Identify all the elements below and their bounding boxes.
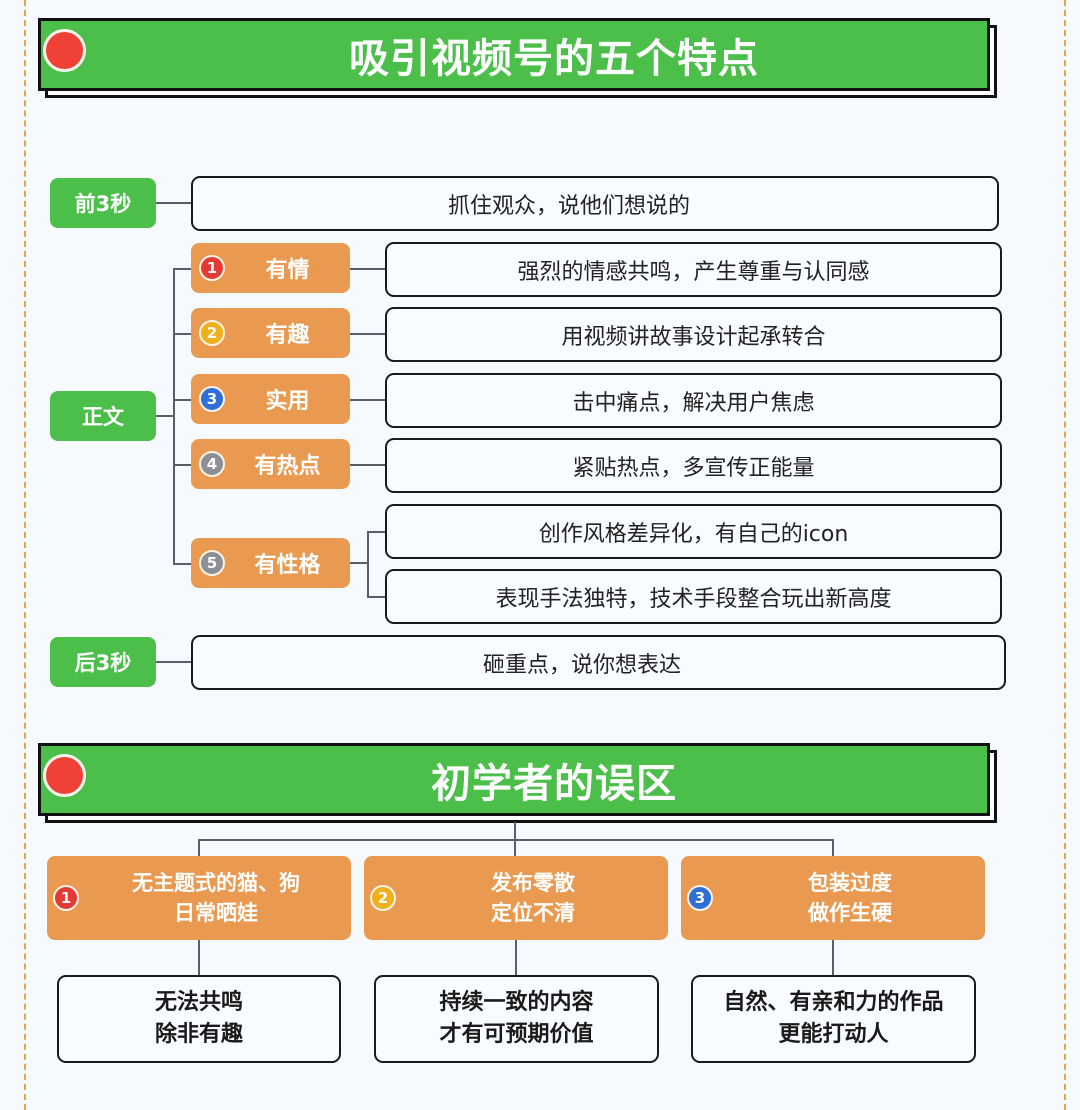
connector: [350, 333, 386, 335]
section2-title: 初学者的误区: [431, 760, 677, 807]
connector: [832, 940, 834, 975]
mistake-label: 发布零散 定位不清: [398, 856, 668, 940]
feature-label: 实用: [265, 389, 310, 414]
dashed-border-left: [24, 0, 26, 1110]
connector: [198, 839, 834, 841]
connector: [367, 596, 386, 598]
outro-box: 砸重点，说你想表达: [191, 635, 1006, 690]
red-dot-icon: [43, 754, 86, 797]
result-box-1: 无法共鸣 除非有趣: [57, 975, 341, 1063]
feature-detail-5b: 表现手法独特，技术手段整合玩出新高度: [385, 569, 1002, 624]
trunk-line: [173, 268, 175, 565]
connector: [350, 399, 386, 401]
feature-label: 有热点: [254, 454, 321, 479]
result-line: 更能打动人: [778, 1022, 889, 1047]
result-box-2: 持续一致的内容 才有可预期价值: [374, 975, 659, 1063]
connector: [350, 562, 368, 564]
number-5-icon: 5: [199, 550, 225, 576]
connector: [173, 464, 191, 466]
mistake-label: 无主题式的猫、狗 日常晒娃: [81, 856, 351, 940]
intro-box: 抓住观众，说他们想说的: [191, 176, 999, 231]
section2-header: 初学者的误区: [38, 743, 997, 823]
outro-tag: 后3秒: [50, 637, 156, 687]
connector: [198, 940, 200, 975]
feature-tag-4: 4 有热点: [191, 439, 350, 489]
mistake-label: 包装过度 做作生硬: [715, 856, 985, 940]
mistake-tag-2: 2 发布零散 定位不清: [364, 856, 668, 940]
connector: [156, 661, 191, 663]
result-line: 才有可预期价值: [439, 1022, 594, 1047]
number-1-icon: 1: [199, 255, 225, 281]
connector: [173, 563, 191, 565]
feature-detail-1: 强烈的情感共鸣，产生尊重与认同感: [385, 242, 1002, 297]
number-1-icon: 1: [53, 885, 79, 911]
number-3-icon: 3: [687, 885, 713, 911]
mistake-tag-1: 1 无主题式的猫、狗 日常晒娃: [47, 856, 351, 940]
dashed-border-right: [1064, 0, 1066, 1110]
mistake-line: 发布零散: [491, 871, 575, 895]
header-bar: [38, 743, 990, 816]
feature-tag-5: 5 有性格: [191, 538, 350, 588]
number-4-icon: 4: [199, 451, 225, 477]
red-dot-icon: [43, 29, 86, 72]
result-box-3: 自然、有亲和力的作品 更能打动人: [691, 975, 976, 1063]
mistake-tag-3: 3 包装过度 做作生硬: [681, 856, 985, 940]
connector: [367, 531, 386, 533]
connector: [173, 333, 191, 335]
result-line: 无法共鸣: [154, 990, 243, 1015]
connector: [350, 464, 386, 466]
mistake-line: 无主题式的猫、狗: [132, 871, 300, 895]
body-tag: 正文: [50, 391, 156, 441]
result-line: 持续一致的内容: [439, 990, 594, 1015]
feature-detail-2: 用视频讲故事设计起承转合: [385, 307, 1002, 362]
section1-title: 吸引视频号的五个特点: [349, 35, 759, 82]
mistake-line: 做作生硬: [808, 901, 892, 925]
feature-label: 有趣: [265, 323, 310, 348]
connector: [156, 202, 191, 204]
number-3-icon: 3: [199, 386, 225, 412]
connector: [173, 399, 191, 401]
feature-detail-5a: 创作风格差异化，有自己的icon: [385, 504, 1002, 559]
section1-header: 吸引视频号的五个特点: [38, 18, 997, 98]
result-line: 自然、有亲和力的作品: [723, 990, 944, 1015]
feature-detail-4: 紧贴热点，多宣传正能量: [385, 438, 1002, 493]
feature-tag-3: 3 实用: [191, 374, 350, 424]
connector: [832, 839, 834, 856]
intro-tag: 前3秒: [50, 178, 156, 228]
connector: [198, 839, 200, 856]
connector: [173, 268, 191, 270]
mistake-line: 定位不清: [491, 901, 575, 925]
mistake-line: 包装过度: [808, 871, 892, 895]
feature-tag-2: 2 有趣: [191, 308, 350, 358]
connector: [350, 268, 386, 270]
header-bar: [38, 18, 990, 91]
number-2-icon: 2: [199, 320, 225, 346]
connector: [156, 415, 174, 417]
mistake-line: 日常晒娃: [174, 901, 258, 925]
feature-label: 有情: [265, 258, 310, 283]
feature-label: 有性格: [254, 553, 321, 578]
feature-tag-1: 1 有情: [191, 243, 350, 293]
branch-line: [367, 531, 369, 597]
result-line: 除非有趣: [154, 1022, 243, 1047]
connector: [515, 940, 517, 975]
number-2-icon: 2: [370, 885, 396, 911]
feature-detail-3: 击中痛点，解决用户焦虑: [385, 373, 1002, 428]
